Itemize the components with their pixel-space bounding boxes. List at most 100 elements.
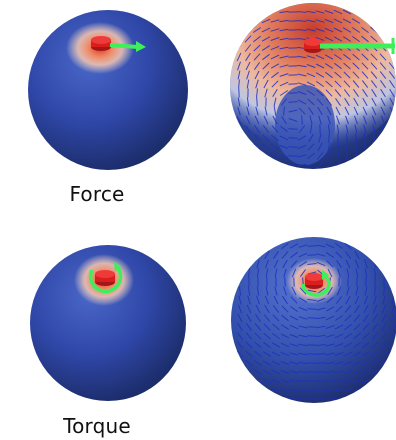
field-vector-mark [325, 252, 335, 258]
field-vector-mark [280, 361, 290, 365]
field-vector-mark [261, 45, 271, 51]
field-vector-mark [315, 54, 325, 60]
field-vector-mark [298, 325, 308, 329]
field-vector-mark [318, 115, 322, 125]
field-vector-mark [237, 70, 241, 80]
force-field-arrow-icon [320, 38, 395, 54]
field-vector-mark [371, 359, 379, 367]
field-vector-mark [373, 268, 377, 278]
field-vector-mark [255, 79, 259, 89]
force-field-marker-cylinder [304, 38, 322, 53]
field-vector-mark [298, 398, 308, 400]
field-vector-mark [343, 351, 353, 357]
field-vector-mark [372, 304, 378, 314]
field-vector-mark [352, 89, 360, 97]
field-vector-mark [262, 134, 270, 142]
field-vector-mark [361, 35, 369, 43]
field-vector-mark [246, 313, 252, 323]
torque-rotation-arrow-icon [88, 262, 123, 294]
field-vector-mark [279, 154, 289, 158]
field-vector-mark [353, 342, 361, 348]
field-vector-mark [263, 323, 271, 331]
field-vector-mark [364, 286, 368, 296]
field-vector-mark [352, 360, 362, 366]
field-vector-mark [333, 27, 343, 33]
field-vector-mark [261, 18, 271, 24]
field-vector-mark [364, 295, 368, 305]
field-vector-mark [270, 28, 280, 32]
field-vector-mark [346, 268, 350, 278]
field-vector-mark [315, 19, 325, 23]
field-vector-mark [298, 389, 308, 391]
field-vector-mark [274, 268, 278, 278]
field-vector-mark [279, 64, 289, 68]
field-vector-mark [280, 388, 290, 392]
field-vector-mark [316, 380, 326, 382]
field-vector-mark [281, 115, 287, 125]
field-vector-mark [272, 115, 278, 125]
field-vector-mark [263, 341, 271, 349]
field-vector-mark [353, 97, 359, 107]
field-vector-mark [315, 63, 325, 69]
field-vector-mark [344, 251, 352, 259]
field-vector-mark [327, 142, 331, 152]
field-vector-mark [246, 106, 250, 116]
field-vector-mark [325, 388, 335, 392]
field-vector-mark [315, 37, 325, 41]
field-vector-mark [343, 369, 353, 375]
field-vector-mark [307, 143, 315, 151]
field-vector-mark [298, 334, 308, 338]
field-vector-mark [265, 286, 269, 296]
field-vector-mark [283, 106, 285, 116]
field-vector-mark [297, 91, 307, 95]
field-vector-mark [353, 106, 359, 116]
field-vector-mark [289, 343, 299, 347]
field-vector-mark [288, 128, 298, 130]
field-vector-mark [264, 295, 270, 305]
field-vector-mark [255, 106, 259, 116]
field-vector-mark [327, 115, 331, 125]
field-vector-mark [335, 98, 341, 106]
field-vector-mark [316, 89, 324, 97]
field-vector-mark [343, 89, 351, 97]
field-vector-mark [271, 388, 281, 392]
field-vector-mark [281, 314, 289, 322]
field-vector-mark [270, 19, 280, 23]
field-vector-mark [316, 398, 326, 400]
field-vector-mark [306, 55, 316, 59]
torque-field-marker-cylinder [305, 273, 323, 289]
field-vector-mark [370, 62, 378, 70]
field-vector-mark [298, 125, 306, 133]
field-vector-mark [290, 296, 298, 304]
field-vector-mark [316, 334, 326, 338]
field-vector-mark [315, 10, 325, 14]
field-vector-mark [280, 333, 290, 339]
field-vector-mark [236, 350, 244, 358]
field-vector-mark [381, 322, 387, 332]
field-vector-mark [361, 378, 371, 384]
field-vector-mark [244, 35, 252, 43]
field-vector-mark [289, 315, 299, 321]
field-vector-mark [333, 18, 343, 24]
field-vector-mark [325, 161, 333, 169]
field-vector-mark [345, 124, 349, 134]
field-vector-mark [327, 268, 333, 278]
torque-field-vectors [236, 242, 396, 401]
field-vector-mark [306, 81, 316, 87]
field-vector-mark [297, 144, 307, 150]
field-vector-mark [325, 361, 335, 365]
field-vector-mark [297, 20, 307, 22]
field-vector-mark [362, 350, 370, 358]
field-vector-mark [298, 316, 308, 320]
field-vector-mark [273, 251, 279, 259]
field-vector-mark [343, 342, 353, 348]
field-vector-mark [245, 52, 251, 62]
field-vector-mark [290, 260, 298, 268]
field-vector-mark [361, 369, 371, 375]
field-vector-mark [380, 97, 386, 107]
field-vector-mark [309, 115, 313, 125]
field-vector-mark [334, 62, 342, 70]
field-vector-mark [273, 106, 277, 116]
field-vector-mark [351, 18, 361, 24]
field-vector-mark [370, 53, 378, 61]
